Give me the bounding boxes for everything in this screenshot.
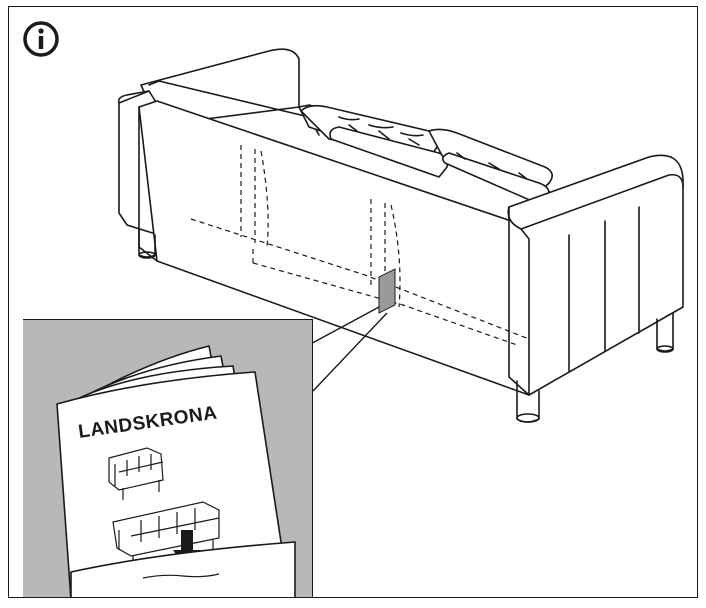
booklet-drawing [56,345,296,597]
sofa-illustration [117,48,684,423]
instruction-panel: LANDSKRONA [8,6,698,598]
info-icon [23,21,59,57]
booklet-inset: LANDSKRONA [23,319,313,597]
care-label [378,268,396,314]
